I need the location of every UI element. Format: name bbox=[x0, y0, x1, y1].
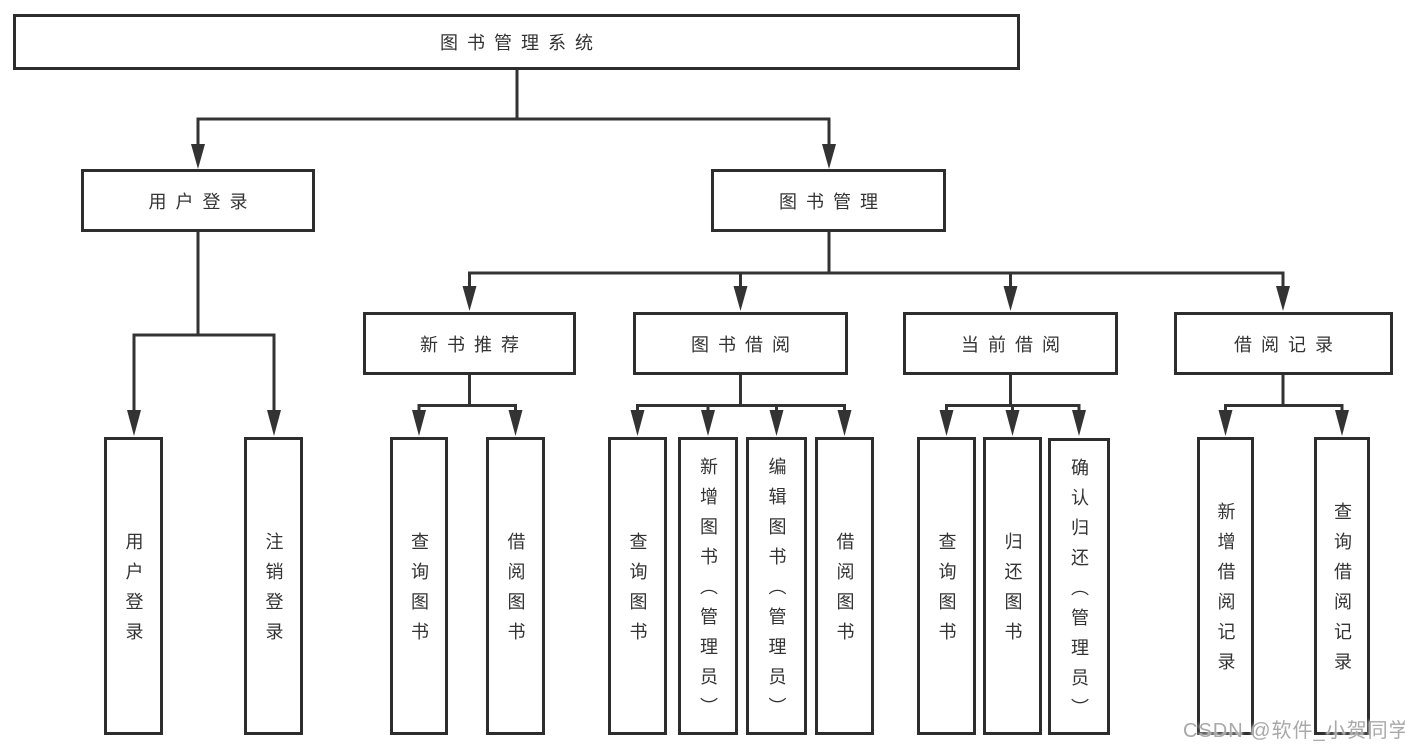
leaf-add-borrow-record: 新增借阅记录 bbox=[1197, 437, 1254, 735]
leaf-borrow-books-1-label: 借阅图书 bbox=[505, 532, 526, 652]
leaf-borrow-books-2: 借阅图书 bbox=[815, 437, 874, 735]
node-borrow-record-label: 借阅记录 bbox=[1234, 334, 1342, 355]
connector-current-borrow-to-leaves bbox=[939, 375, 1086, 436]
connector-book-borrow-to-leaves bbox=[630, 375, 852, 436]
leaf-add-books-admin-label: 新增图书（管理员） bbox=[698, 457, 718, 727]
leaf-return-books: 归还图书 bbox=[983, 437, 1042, 735]
leaf-confirm-return-admin-label: 确认归还（管理员） bbox=[1069, 457, 1089, 728]
leaf-add-borrow-record-label: 新增借阅记录 bbox=[1215, 502, 1236, 682]
node-new-book-recommend-label: 新书推荐 bbox=[420, 334, 528, 355]
leaf-query-books-3: 查询图书 bbox=[917, 437, 976, 735]
node-user-login: 用户登录 bbox=[81, 169, 315, 232]
leaf-borrow-books-1: 借阅图书 bbox=[486, 437, 545, 735]
leaf-user-login-label: 用户登录 bbox=[123, 532, 144, 652]
node-book-management: 图书管理 bbox=[711, 169, 946, 232]
node-user-login-label: 用户登录 bbox=[148, 191, 257, 212]
leaf-query-books-1: 查询图书 bbox=[390, 437, 448, 735]
leaf-logout: 注销登录 bbox=[244, 437, 303, 735]
leaf-query-books-2-label: 查询图书 bbox=[627, 532, 648, 652]
csdn-watermark: CSDN @软件_小贺同学 bbox=[1183, 720, 1405, 742]
node-root: 图书管理系统 bbox=[13, 14, 1020, 70]
leaf-query-books-3-label: 查询图书 bbox=[936, 532, 957, 652]
leaf-add-books-admin: 新增图书（管理员） bbox=[678, 437, 738, 735]
node-book-borrow: 图书借阅 bbox=[633, 312, 848, 375]
node-book-borrow-label: 图书借阅 bbox=[691, 334, 799, 355]
leaf-user-login: 用户登录 bbox=[104, 437, 163, 735]
connector-borrow-record-to-leaves bbox=[1218, 375, 1349, 436]
node-book-management-label: 图书管理 bbox=[779, 191, 887, 212]
leaf-edit-books-admin: 编辑图书（管理员） bbox=[746, 437, 807, 735]
node-current-borrow-label: 当前借阅 bbox=[961, 334, 1069, 355]
leaf-query-books-1-label: 查询图书 bbox=[409, 532, 429, 652]
leaf-query-borrow-record-label: 查询借阅记录 bbox=[1332, 502, 1352, 682]
leaf-query-borrow-record: 查询借阅记录 bbox=[1314, 437, 1370, 735]
connector-new-book-recommend-to-leaves bbox=[412, 375, 523, 436]
leaf-borrow-books-2-label: 借阅图书 bbox=[834, 532, 855, 652]
connector-user-login-to-leaves bbox=[127, 232, 281, 436]
leaf-query-books-2: 查询图书 bbox=[608, 437, 667, 735]
leaf-return-books-label: 归还图书 bbox=[1002, 532, 1023, 652]
node-new-book-recommend: 新书推荐 bbox=[363, 312, 576, 375]
connector-root-to-level2 bbox=[191, 70, 836, 169]
leaf-edit-books-admin-label: 编辑图书（管理员） bbox=[766, 457, 787, 727]
node-borrow-record: 借阅记录 bbox=[1174, 312, 1393, 375]
connector-book-management-to-level3 bbox=[462, 232, 1290, 311]
leaf-confirm-return-admin: 确认归还（管理员） bbox=[1048, 438, 1110, 735]
node-root-label: 图书管理系统 bbox=[440, 33, 602, 53]
node-current-borrow: 当前借阅 bbox=[903, 312, 1118, 375]
leaf-logout-label: 注销登录 bbox=[263, 532, 284, 652]
